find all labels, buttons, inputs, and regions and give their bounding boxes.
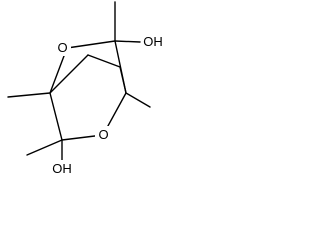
bond-c8-c4 [119, 66, 127, 94]
molecule-structure: O OH O OH [7, 1, 165, 177]
atom-oxygen-bottom: O [95, 126, 112, 143]
atom-hydroxyl-top: OH [141, 33, 165, 50]
atom-hydroxyl-bottom: OH [50, 160, 74, 177]
bond-c6-c1 [49, 92, 63, 141]
atom-oxygen-top: O [54, 39, 71, 56]
bond-c7-c8 [87, 54, 121, 68]
atom-oxygen-top-label: O [57, 40, 67, 55]
bond-c4-methyl [125, 92, 151, 108]
atom-hydroxyl-top-label: OH [143, 34, 163, 49]
bond-c3-oh [114, 40, 141, 43]
atom-hydroxyl-bottom-label: OH [52, 161, 72, 176]
bond-o2-c3 [66, 40, 116, 49]
bond-c1-methyl [7, 92, 51, 98]
bond-c1-c7 [49, 54, 89, 94]
bond-c6-methyl [26, 139, 63, 156]
atom-oxygen-bottom-label: O [98, 127, 108, 142]
